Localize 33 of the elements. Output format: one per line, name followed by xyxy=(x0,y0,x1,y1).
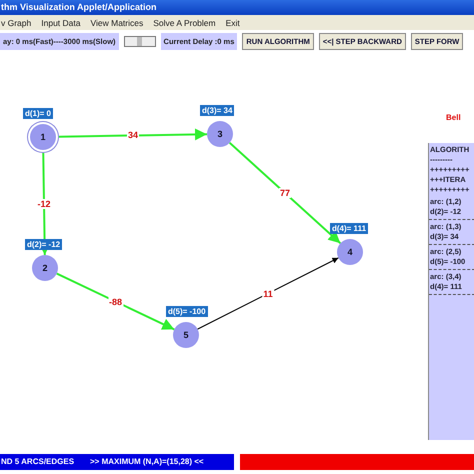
window-title: thm Visualization Applet/Application xyxy=(1,2,157,12)
menu-item: Exit xyxy=(226,18,240,28)
distance-label: d(1)= 0 xyxy=(23,108,54,119)
status-text: >> MAXIMUM (N,A)=(15,28) << xyxy=(90,457,204,466)
distance-label: d(2)= -12 xyxy=(25,239,62,250)
edge-label: 34 xyxy=(126,130,139,140)
menu-item: Solve A Problem xyxy=(153,18,216,28)
arrow xyxy=(56,272,175,330)
edge-label: 77 xyxy=(279,188,291,198)
arrow xyxy=(197,257,339,330)
distance-label: d(4)= 111 xyxy=(330,223,368,234)
edge-label: 11 xyxy=(262,288,274,298)
distance-label: d(5)= -100 xyxy=(166,306,208,317)
panel-heading: Bell xyxy=(446,113,461,122)
edge-label: -12 xyxy=(36,198,52,209)
node-number: 1 xyxy=(40,132,46,142)
arrow xyxy=(228,142,342,244)
arrow xyxy=(58,128,208,140)
distance-label: d(3)= 34 xyxy=(200,105,234,116)
node-number: 3 xyxy=(217,129,222,139)
node-circle xyxy=(207,121,233,147)
menu-item: v Graph xyxy=(1,18,32,28)
edge-label: -88 xyxy=(108,296,123,306)
menu-item: View Matrices xyxy=(90,18,144,28)
menu-item: Input Data xyxy=(41,18,80,28)
node-circle xyxy=(337,239,363,265)
node-circle xyxy=(32,255,58,281)
status-text: ND 5 ARCS/EDGES xyxy=(1,457,74,466)
node-number: 2 xyxy=(42,263,48,273)
node-circle xyxy=(173,322,199,348)
node-number: 4 xyxy=(347,247,352,257)
node-number: 5 xyxy=(183,330,188,340)
node-circle xyxy=(30,124,56,150)
